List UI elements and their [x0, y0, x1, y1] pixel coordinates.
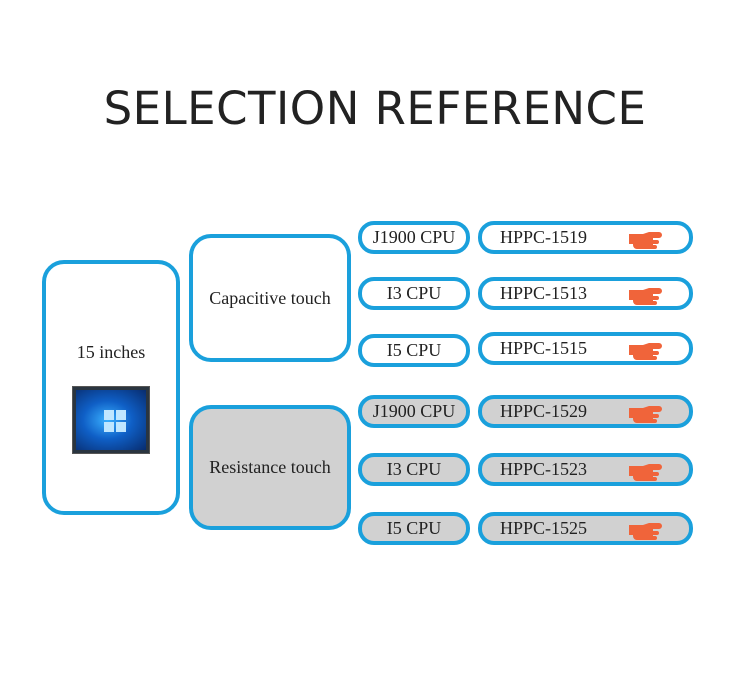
- pointing-hand-icon: [629, 232, 662, 249]
- cpu-label: I5 CPU: [386, 518, 442, 538]
- panel-pc-image: [73, 387, 149, 453]
- pointing-hand-icon: [629, 343, 662, 360]
- model-label: HPPC-1525: [500, 518, 588, 538]
- cpu-label: I3 CPU: [386, 283, 442, 303]
- cpu-label: I3 CPU: [386, 459, 442, 479]
- cpu-label: I5 CPU: [386, 340, 442, 360]
- model-label: HPPC-1515: [500, 338, 588, 358]
- page-title: SELECTION REFERENCE: [103, 82, 647, 135]
- pointing-hand-icon: [629, 464, 662, 481]
- cpu-label: J1900 CPU: [372, 227, 456, 247]
- pointing-hand-icon: [629, 523, 662, 540]
- cpu-option: J1900 CPU: [358, 221, 470, 254]
- screen-size-label: 15 inches: [76, 342, 146, 362]
- capacitive-touch-node: Capacitive touch: [189, 234, 351, 362]
- model-option: HPPC-1515: [478, 332, 693, 365]
- resistance-touch-node: Resistance touch: [189, 405, 351, 530]
- pointing-hand-icon: [629, 288, 662, 305]
- cpu-option: I5 CPU: [358, 334, 470, 367]
- cpu-option: I3 CPU: [358, 277, 470, 310]
- model-option: HPPC-1519: [478, 221, 693, 254]
- cpu-option: I5 CPU: [358, 512, 470, 545]
- model-option: HPPC-1529: [478, 395, 693, 428]
- model-label: HPPC-1513: [500, 283, 588, 303]
- cpu-label: J1900 CPU: [372, 401, 456, 421]
- model-label: HPPC-1523: [500, 459, 588, 479]
- touch-type-label: Resistance touch: [209, 457, 331, 477]
- model-label: HPPC-1519: [500, 227, 588, 247]
- cpu-option: J1900 CPU: [358, 395, 470, 428]
- cpu-option: I3 CPU: [358, 453, 470, 486]
- pointing-hand-icon: [629, 406, 662, 423]
- model-option: HPPC-1525: [478, 512, 693, 545]
- touch-type-label: Capacitive touch: [209, 287, 331, 308]
- windows-logo-icon: [104, 410, 126, 432]
- model-option: HPPC-1523: [478, 453, 693, 486]
- screen-size-node: 15 inches: [42, 260, 180, 515]
- model-label: HPPC-1529: [500, 401, 588, 421]
- model-option: HPPC-1513: [478, 277, 693, 310]
